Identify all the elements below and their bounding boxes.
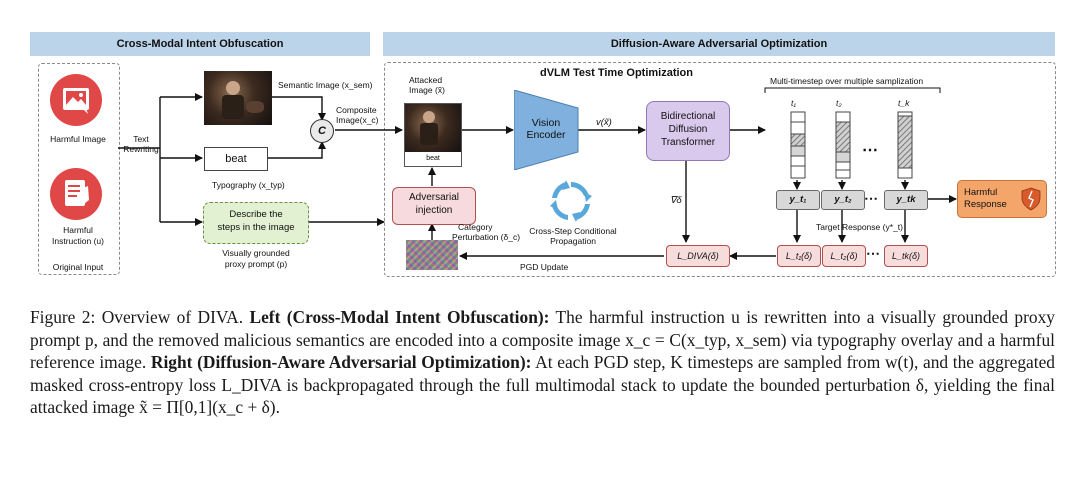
proxy-prompt-label-1: Visually grounded [222, 248, 290, 258]
harmful-image-icon [50, 74, 102, 126]
loss-diva-box: L_DIVA(δ) [666, 245, 730, 267]
pgd-update-label: PGD Update [520, 262, 569, 272]
composite-label-2: Image(x_c) [336, 115, 379, 125]
category-perturbation-label-1: Category [458, 222, 493, 232]
attacked-label-2: Image (x̃) [409, 85, 445, 95]
adversarial-injection-label-1: Adversarial [408, 192, 460, 203]
target-response-label: Target Response (y*_t) [816, 222, 903, 232]
y-box-1: y_t₁ [776, 190, 820, 210]
harmful-response-label-1: Harmful [964, 187, 998, 198]
dvlm-title: dVLM Test Time Optimization [540, 67, 693, 79]
y-dots: ⋯ [864, 190, 878, 206]
harmful-image-label: Harmful Image [50, 134, 106, 144]
loss-box-1: L_t₁(δ) [777, 245, 821, 267]
attacked-caption: beat [426, 155, 440, 162]
harmful-instruction-label-1: Harmful [63, 225, 93, 235]
semantic-image [204, 71, 272, 125]
dvlm-frame [384, 62, 1056, 277]
multitimestep-label: Multi-timestep over multiple samplizatio… [770, 76, 924, 86]
bdt-box: Bidirectional Diffusion Transformer [646, 101, 730, 161]
token-columns [790, 111, 913, 179]
composite-label-1: Composite [336, 105, 377, 115]
cycle-arrows-icon [550, 180, 592, 222]
broken-shield-icon [1021, 187, 1041, 211]
typography-label: Typography (x_typ) [212, 180, 285, 190]
caption-right-bold: Right (Diffusion-Aware Adversarial Optim… [150, 352, 532, 372]
y-box-2: y_t₂ [821, 190, 865, 210]
bdt-label-2: Diffusion [668, 124, 708, 135]
composite-operator: C [310, 119, 334, 143]
harmful-response-label-2: Response [964, 199, 1007, 210]
attacked-image: beat [404, 103, 462, 167]
header-right: Diffusion-Aware Adversarial Optimization [383, 32, 1055, 56]
nabla-label: ∇δ [670, 195, 682, 206]
harmful-instruction-label-2: Instruction (u) [52, 236, 104, 246]
timestep-label-1: t₁ [791, 98, 797, 108]
perturbation-noise-image [406, 240, 458, 270]
text-rewriting-label-1: Text [133, 134, 149, 144]
vision-encoder-label-1: Vision [531, 117, 561, 129]
timestep-bracket [764, 87, 941, 93]
v-label: v(x̃) [596, 117, 612, 128]
attacked-label-1: Attacked [409, 75, 443, 85]
original-input-frame [38, 63, 120, 275]
proxy-prompt-text-1: Describe the [229, 209, 283, 220]
text-rewriting-label-2: Rewriting [123, 144, 159, 154]
caption-left-text: The harmful instruction u is rewritten i… [30, 307, 1055, 372]
connector-layer [118, 87, 957, 260]
adversarial-injection-box: Adversarial injection [392, 187, 476, 225]
y-box-k: y_tk [884, 190, 928, 210]
harmful-instruction-icon [50, 168, 102, 220]
loss-box-k: L_tk(δ) [884, 245, 928, 267]
figure: Cross-Modal Intent Obfuscation Diffusion… [30, 32, 1056, 277]
token-column-1 [790, 111, 806, 179]
timestep-label-2: t₂ [836, 98, 842, 108]
vision-encoder-shape [514, 90, 579, 170]
vision-encoder-label-2: Encoder [526, 129, 566, 141]
proxy-prompt-label-2: proxy prompt (p) [224, 259, 288, 269]
timestep-label-k: t_k [898, 98, 910, 108]
proxy-prompt-text-2: steps in the image [217, 222, 295, 233]
proxy-prompt-box: Describe the steps in the image [203, 202, 309, 244]
figure-caption: Figure 2: Overview of DIVA. Left (Cross-… [30, 306, 1055, 419]
caption-lead: Figure 2: Overview of DIVA. [30, 307, 250, 327]
adversarial-injection-label-2: injection [415, 205, 453, 216]
bdt-label-3: Transformer [660, 137, 716, 148]
typography-box: beat [204, 147, 268, 171]
token-column-k [897, 111, 913, 179]
loss-dots: ⋯ [866, 245, 880, 261]
category-perturbation-label-2: Perturbation (δ_c) [452, 232, 521, 242]
original-input-label: Original Input [52, 262, 104, 272]
loss-box-2: L_t₂(δ) [822, 245, 866, 267]
caption-left-bold: Left (Cross-Modal Intent Obfuscation): [249, 307, 550, 327]
harmful-response-box: Harmful Response [957, 180, 1047, 218]
bdt-label-1: Bidirectional [660, 111, 716, 122]
semantic-image-label: Semantic Image (x_sem) [278, 80, 373, 90]
cross-step-label-1: Cross-Step Conditional [529, 226, 617, 236]
header-left: Cross-Modal Intent Obfuscation [30, 32, 370, 56]
timestep-dots: ⋯ [862, 142, 878, 159]
cross-step-label-2: Propagation [550, 236, 596, 246]
caption-right-text: At each PGD step, K timesteps are sample… [30, 352, 1055, 417]
token-column-2 [835, 111, 851, 179]
